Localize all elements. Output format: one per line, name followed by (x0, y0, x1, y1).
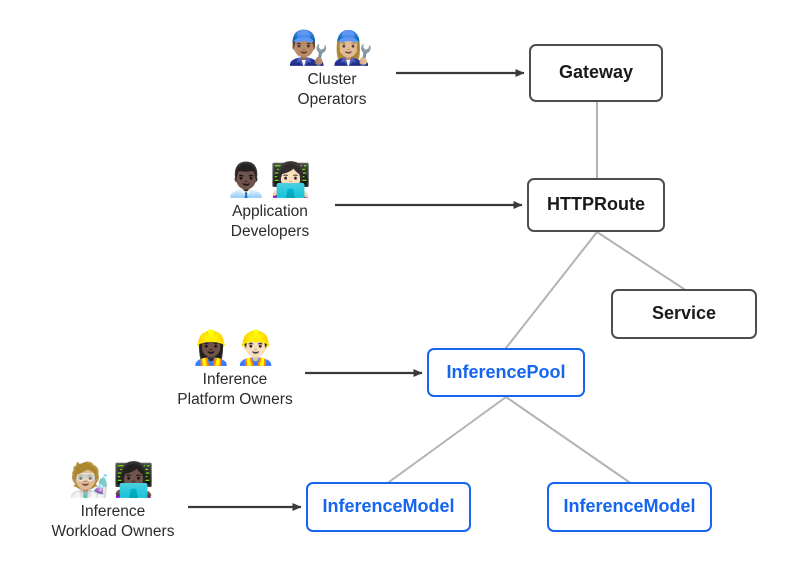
node-label: Gateway (558, 62, 634, 83)
persona-arrows (188, 69, 525, 511)
office-worker-icon: 👨🏿‍💼👩🏻‍💻 (225, 160, 315, 199)
persona-label: Cluster Operators (297, 71, 367, 109)
persona-label: Application Developers (230, 203, 310, 241)
connector-httproute-inferencepool (505, 231, 598, 349)
node-gateway[interactable]: Gateway (529, 44, 663, 102)
node-label: InferencePool (446, 361, 566, 382)
node-label: HTTPRoute (547, 194, 645, 215)
persona-label: Inference Workload Owners (51, 503, 175, 541)
node-inferencemodel-left[interactable]: InferenceModel (306, 482, 471, 532)
connector-inferencepool-model-right (505, 396, 630, 483)
mechanic-man-icon: 👨🏽‍🔧👩🏼‍🔧 (287, 28, 377, 67)
connector-httproute-service (596, 231, 685, 290)
node-label: Service (651, 303, 717, 324)
scientist-icon: 🧑🏼‍🔬👩🏿‍💻 (68, 460, 158, 499)
node-label: InferenceModel (563, 496, 696, 517)
persona-cluster-operators: 👨🏽‍🔧👩🏼‍🔧 Cluster Operators (237, 28, 427, 111)
connector-inferencepool-model-left (388, 396, 507, 483)
persona-inference-platform-owners: 👷🏿‍♀️👷🏻‍♂️ Inference Platform Owners (140, 328, 330, 411)
persona-application-developers: 👨🏿‍💼👩🏻‍💻 Application Developers (175, 160, 365, 243)
node-inferencemodel-right[interactable]: InferenceModel (547, 482, 712, 532)
node-service[interactable]: Service (611, 289, 757, 339)
node-label: InferenceModel (322, 496, 455, 517)
persona-inference-workload-owners: 🧑🏼‍🔬👩🏿‍💻 Inference Workload Owners (18, 460, 208, 543)
node-httproute[interactable]: HTTPRoute (527, 178, 665, 232)
persona-label: Inference Platform Owners (177, 371, 293, 409)
node-inferencepool[interactable]: InferencePool (427, 348, 585, 397)
construction-worker-woman-icon: 👷🏿‍♀️👷🏻‍♂️ (190, 328, 280, 367)
